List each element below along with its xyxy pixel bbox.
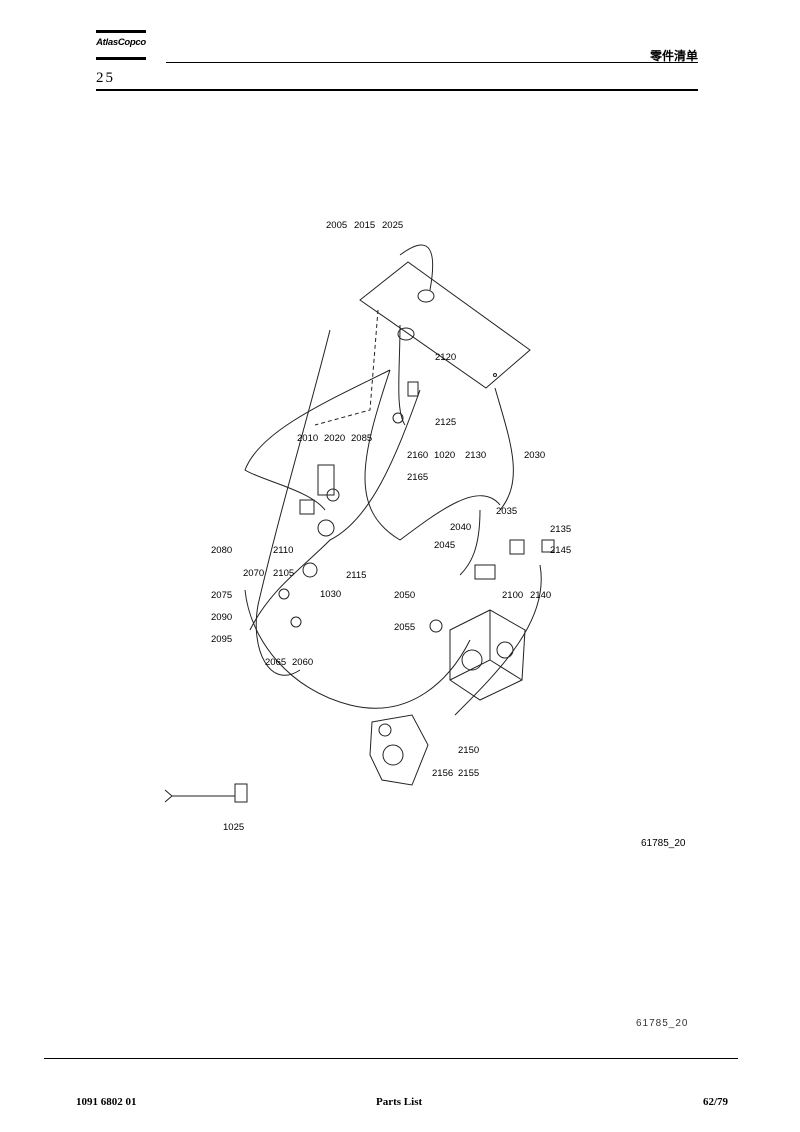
svg-text:2030: 2030 bbox=[524, 450, 545, 461]
svg-text:1020: 1020 bbox=[434, 450, 455, 461]
svg-text:2145: 2145 bbox=[550, 545, 571, 556]
section-number: 25 bbox=[96, 70, 115, 86]
svg-text:2085: 2085 bbox=[351, 433, 372, 444]
svg-text:2125: 2125 bbox=[435, 417, 456, 428]
svg-text:2075: 2075 bbox=[211, 590, 232, 601]
svg-text:2160: 2160 bbox=[407, 450, 428, 461]
doc-number: 1091 6802 01 bbox=[76, 1096, 137, 1108]
svg-text:2055: 2055 bbox=[394, 622, 415, 633]
svg-text:2156: 2156 bbox=[432, 768, 453, 779]
svg-text:2095: 2095 bbox=[211, 634, 232, 645]
svg-text:2010: 2010 bbox=[297, 433, 318, 444]
svg-text:2100: 2100 bbox=[502, 590, 523, 601]
svg-text:2120: 2120 bbox=[435, 352, 456, 363]
figure-code: 61785_20 bbox=[641, 838, 686, 849]
header-rule bbox=[166, 62, 698, 63]
svg-text:2080: 2080 bbox=[211, 545, 232, 556]
svg-text:2050: 2050 bbox=[394, 590, 415, 601]
figure-code-outer: 61785_20 bbox=[636, 1018, 689, 1029]
footer-rule bbox=[44, 1058, 738, 1059]
svg-text:2065: 2065 bbox=[265, 657, 286, 668]
svg-text:2140: 2140 bbox=[530, 590, 551, 601]
logo-text: AtlasCopco bbox=[96, 37, 146, 48]
doc-title: Parts List bbox=[376, 1096, 423, 1108]
svg-text:2155: 2155 bbox=[458, 768, 479, 779]
header-rule-thick bbox=[96, 89, 698, 91]
svg-text:2040: 2040 bbox=[450, 522, 471, 533]
svg-text:2020: 2020 bbox=[324, 433, 345, 444]
svg-text:2090: 2090 bbox=[211, 612, 232, 623]
svg-text:2070: 2070 bbox=[243, 568, 264, 579]
svg-text:1025: 1025 bbox=[223, 822, 244, 833]
svg-text:2115: 2115 bbox=[346, 570, 366, 581]
svg-text:2060: 2060 bbox=[292, 657, 313, 668]
svg-text:2110: 2110 bbox=[273, 545, 293, 556]
svg-text:2150: 2150 bbox=[458, 745, 479, 756]
page-number: 62/79 bbox=[702, 1096, 728, 1108]
svg-text:2005: 2005 bbox=[326, 220, 347, 231]
svg-text:2025: 2025 bbox=[382, 220, 403, 231]
svg-text:2105: 2105 bbox=[273, 568, 294, 579]
atlas-copco-logo: AtlasCopco bbox=[96, 30, 146, 60]
svg-text:2135: 2135 bbox=[550, 524, 571, 535]
header-title: 零件清单 bbox=[649, 49, 698, 63]
svg-text:2130: 2130 bbox=[465, 450, 486, 461]
svg-text:2015: 2015 bbox=[354, 220, 375, 231]
svg-text:2165: 2165 bbox=[407, 472, 428, 483]
exploded-parts-diagram: 2005 2015 2025 2120 2125 2130 1020 2160 2165 2… bbox=[164, 220, 571, 833]
svg-text:2045: 2045 bbox=[434, 540, 455, 551]
svg-text:2035: 2035 bbox=[496, 506, 517, 517]
svg-text:1030: 1030 bbox=[320, 589, 341, 600]
